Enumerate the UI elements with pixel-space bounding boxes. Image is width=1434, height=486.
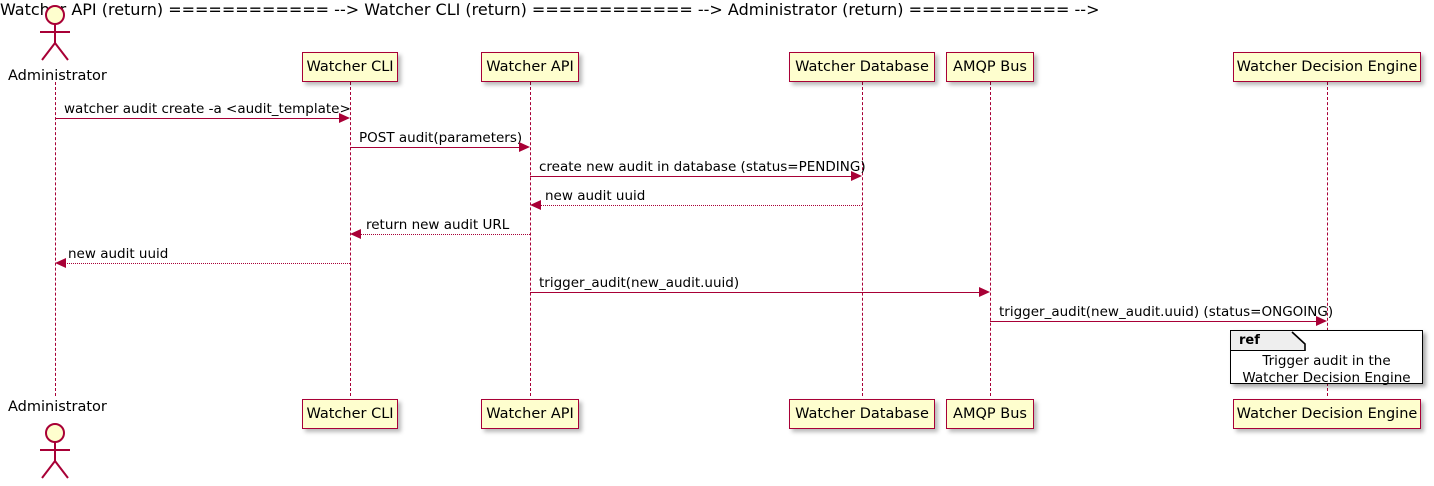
actor-label-administrator-bottom: Administrator bbox=[8, 399, 107, 415]
ref-fragment-line-2: Watcher Decision Engine bbox=[1242, 370, 1411, 386]
ref-fragment-body: Trigger audit in the Watcher Decision En… bbox=[1231, 353, 1422, 387]
lifeline-administrator bbox=[55, 82, 56, 396]
actor-label-administrator-top: Administrator bbox=[8, 68, 107, 84]
ref-fragment-keyword: ref bbox=[1239, 333, 1260, 348]
participant-box-watcher-api-bottom[interactable]: Watcher API bbox=[481, 399, 579, 429]
message-arrowhead-4 bbox=[530, 200, 541, 210]
message-label-8: trigger_audit(new_audit.uuid) (status=ON… bbox=[999, 304, 1334, 320]
ref-fragment-tab bbox=[1231, 331, 1305, 351]
lifeline-amqp-bus bbox=[990, 82, 991, 396]
actor-administrator-top bbox=[33, 4, 77, 62]
participant-box-amqp-bus-top[interactable]: AMQP Bus bbox=[946, 52, 1034, 82]
message-arrowhead-3 bbox=[851, 171, 862, 181]
participant-box-watcher-database-top[interactable]: Watcher Database bbox=[789, 52, 935, 82]
participant-box-watcher-decision-engine-top[interactable]: Watcher Decision Engine bbox=[1233, 52, 1421, 82]
message-label-2: POST audit(parameters) bbox=[359, 130, 523, 146]
message-line-1 bbox=[55, 118, 343, 119]
participant-box-watcher-database-bottom[interactable]: Watcher Database bbox=[789, 399, 935, 429]
message-arrowhead-5 bbox=[350, 229, 361, 239]
message-arrowhead-7 bbox=[979, 287, 990, 297]
message-line-6 bbox=[62, 263, 350, 264]
ref-fragment-line-1: Trigger audit in the bbox=[1262, 353, 1391, 369]
message-arrowhead-2 bbox=[519, 142, 530, 152]
message-arrowhead-1 bbox=[339, 113, 350, 123]
participant-box-watcher-decision-engine-bottom[interactable]: Watcher Decision Engine bbox=[1233, 399, 1421, 429]
message-label-1: watcher audit create -a <audit_template> bbox=[64, 101, 351, 117]
lifeline-watcher-api bbox=[530, 82, 531, 396]
message-label-3: create new audit in database (status=PEN… bbox=[539, 159, 866, 175]
lifeline-watcher-cli bbox=[350, 82, 351, 396]
message-label-4: new audit uuid bbox=[545, 188, 646, 204]
participant-box-watcher-cli-bottom[interactable]: Watcher CLI bbox=[302, 399, 398, 429]
message-line-8 bbox=[990, 321, 1320, 322]
message-label-7: trigger_audit(new_audit.uuid) bbox=[539, 275, 740, 291]
message-arrowhead-8 bbox=[1316, 316, 1327, 326]
message-line-2 bbox=[350, 147, 523, 148]
message-line-7 bbox=[530, 292, 983, 293]
lifeline-watcher-decision-engine bbox=[1327, 82, 1328, 396]
participant-box-watcher-cli-top[interactable]: Watcher CLI bbox=[302, 52, 398, 82]
message-line-3 bbox=[530, 176, 855, 177]
ref-fragment-trigger-audit: ref Trigger audit in the Watcher Decisio… bbox=[1230, 330, 1423, 387]
message-label-6: new audit uuid bbox=[68, 246, 169, 262]
message-line-4 bbox=[537, 205, 862, 206]
message-label-5: return new audit URL bbox=[366, 217, 510, 233]
participant-box-amqp-bus-bottom[interactable]: AMQP Bus bbox=[946, 399, 1034, 429]
message-line-5 bbox=[357, 234, 530, 235]
message-arrowhead-6 bbox=[55, 258, 66, 268]
actor-administrator-bottom bbox=[33, 422, 77, 480]
participant-box-watcher-api-top[interactable]: Watcher API bbox=[481, 52, 579, 82]
lifeline-watcher-database bbox=[862, 82, 863, 396]
